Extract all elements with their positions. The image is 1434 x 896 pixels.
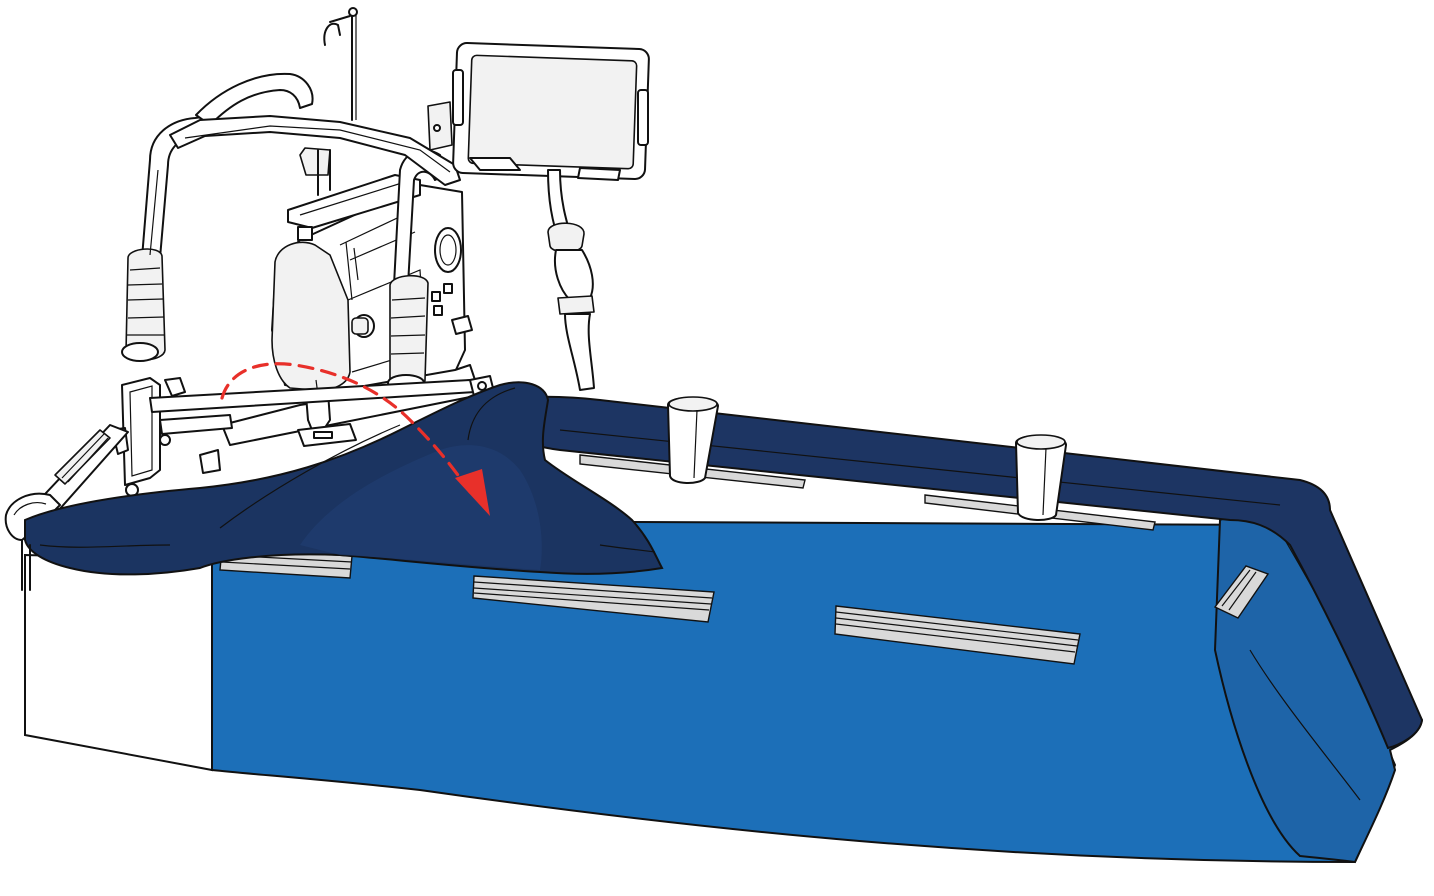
clip-rail-2: [472, 575, 715, 623]
quilt-side-face: [1213, 488, 1424, 864]
roll-strap-2: [1014, 434, 1068, 521]
sewing-machine: [121, 7, 650, 447]
frame-left-legs: [21, 539, 31, 591]
quilt-white-section: [24, 553, 213, 772]
clip-rail-side: [1213, 565, 1270, 619]
handlebar-left: [121, 72, 314, 362]
handle-crossbar: [169, 115, 461, 196]
thread-stand: [323, 7, 358, 121]
tablet-mount: [427, 42, 650, 391]
quilt-body: [24, 488, 1424, 864]
roll-strap-1: [666, 396, 720, 484]
clip-rail-3: [834, 605, 1081, 665]
curved-dashed-arrow-icon: [220, 362, 490, 516]
